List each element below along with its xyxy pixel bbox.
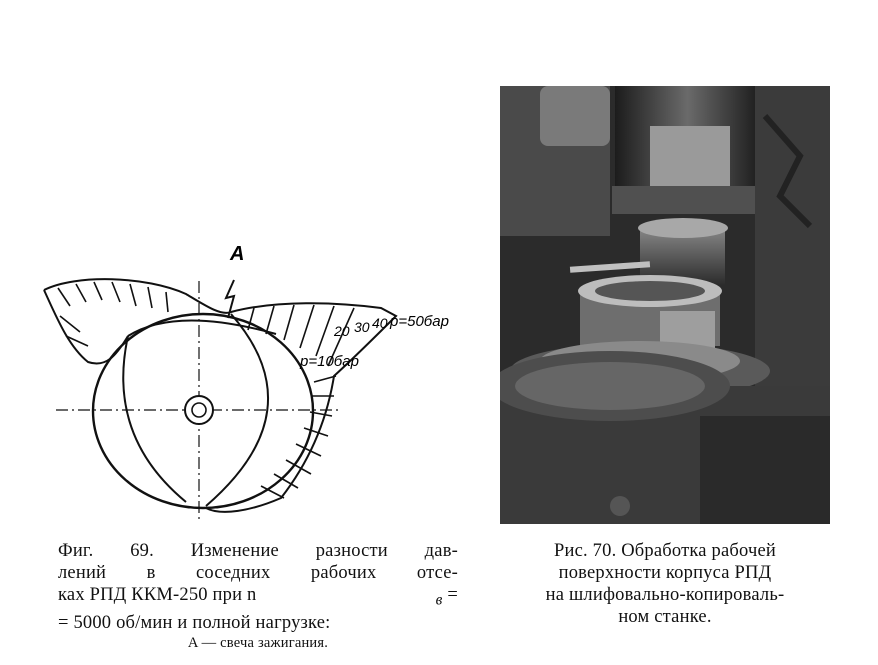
caption-69-note: A — свеча зажигания.	[187, 634, 329, 651]
label-p10: p=10бар	[299, 353, 359, 370]
caption-69-line-2: лений в соседних рабочих отсе-	[58, 563, 458, 583]
shaft-inner	[191, 402, 207, 418]
label-p50: p=50бар	[389, 313, 449, 330]
label-a: A	[229, 243, 244, 265]
figure-70-photo	[490, 86, 830, 524]
caption-69-line-3: ках РПД ККМ-250 при n в =	[58, 584, 458, 612]
housing-outline	[91, 312, 315, 510]
caption-70-line-4: ном станке.	[618, 607, 712, 627]
rotor-flank-right	[205, 313, 270, 507]
label-30: 30	[354, 319, 370, 335]
caption-69-line-4: = 5000 об/мин и полной нагрузке:	[58, 612, 331, 633]
caption-69-line-3-text: ках РПД ККМ-250 при n	[58, 585, 257, 605]
caption-70-line-2: поверхности корпуса РПД	[558, 563, 772, 583]
label-20: 20	[333, 323, 350, 339]
figure-69-caption: Фиг. 69. Изменение разности дав- лений в…	[58, 540, 458, 654]
figure-70-caption: Рис. 70. Обработка рабочей поверхности к…	[500, 540, 830, 628]
caption-69-line-1: Фиг. 69. Изменение разности дав-	[58, 541, 458, 561]
spark-plug-marker	[224, 279, 236, 319]
pressure-hatching	[57, 281, 355, 499]
caption-69-line-3-tail: в =	[436, 584, 458, 612]
caption-69-subscript: в	[435, 591, 443, 609]
rotor-flank-left	[122, 335, 187, 503]
caption-69-eq: =	[447, 585, 458, 605]
caption-70-line-1: Рис. 70. Обработка рабочей	[554, 541, 776, 561]
machine-photo	[490, 86, 830, 524]
label-40: 40	[372, 315, 388, 331]
caption-70-line-3: на шлифовально-копироваль-	[545, 585, 785, 605]
figure-69-diagram: A p=50бар p=10бар 20 30 40	[43, 243, 449, 521]
pressure-envelope	[43, 278, 398, 513]
rotor-flank-top	[127, 319, 277, 337]
shaft-outer	[184, 395, 214, 425]
